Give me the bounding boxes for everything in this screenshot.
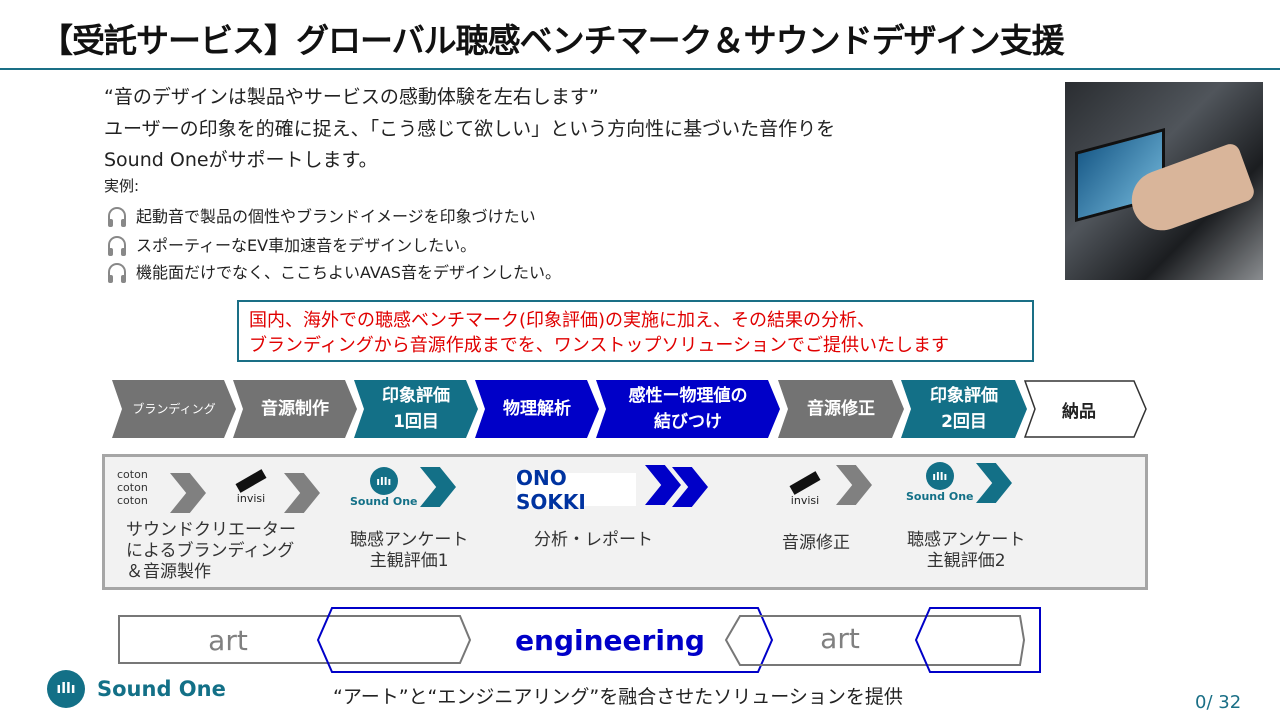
headphones-icon (108, 236, 126, 256)
art-label-1: art (208, 624, 248, 657)
step-physical-analysis: 物理解析 (475, 380, 599, 438)
task-analysis-report: 分析・レポート (534, 530, 653, 550)
step-evaluation-2: 印象評価 2回目 (901, 380, 1027, 438)
example-item: 機能面だけでなく、ここちよいAVAS音をデザインしたい。 (108, 259, 561, 283)
invisi-logo: invisi (789, 471, 821, 507)
examples-label: 実例: (104, 177, 140, 195)
art-pill-2 (724, 615, 1026, 666)
step-sound-correction: 音源修正 (778, 380, 904, 438)
step-sound-production: 音源制作 (233, 380, 357, 438)
callout-line: 国内、海外での聴感ベンチマーク(印象評価)の実施に加え、その結果の分析、 (249, 310, 876, 331)
intro-line: Sound Oneがサポートします。 (104, 149, 378, 171)
headphones-icon (108, 263, 126, 283)
example-item: スポーティーなEV車加速音をデザインしたい。 (108, 232, 476, 256)
step-label: 納品 (1062, 401, 1096, 422)
footer-logo: ıllı Sound One (47, 670, 226, 708)
page-number: 0/ 32 (1195, 692, 1242, 713)
intro-quote: “音のデザインは製品やサービスの感動体験を左右します” (104, 86, 599, 108)
step-branding: ブランディング (112, 380, 236, 438)
example-text: 機能面だけでなく、ここちよいAVAS音をデザインしたい。 (136, 263, 561, 282)
callout-box: 国内、海外での聴感ベンチマーク(印象評価)の実施に加え、その結果の分析、 ブラン… (237, 300, 1034, 362)
callout-line: ブランディングから音源作成までを、ワンストップソリューションでご提供いたします (249, 335, 950, 356)
task-branding: サウンドクリエーター によるブランディング ＆音源製作 (126, 520, 296, 582)
task-survey-1: 聴感アンケート 主観評価1 (350, 530, 469, 571)
intro-line: ユーザーの印象を的確に捉え、「こう感じて欲しい」という方向性に基づいた音作りを (104, 118, 836, 140)
page-title: 【受託サービス】グローバル聴感ベンチマーク＆サウンドデザイン支援 (40, 21, 1065, 60)
chevron-outline (1023, 380, 1147, 438)
tagline: “アート”と“エンジニアリング”を融合させたソリューションを提供 (333, 686, 903, 708)
art-label-2: art (820, 622, 860, 655)
task-survey-2: 聴感アンケート 主観評価2 (907, 530, 1026, 571)
headphones-icon (108, 207, 126, 227)
engineering-label: engineering (515, 624, 705, 657)
coton-logo: coton coton coton (117, 468, 148, 507)
step-correlation: 感性ー物理値の 結びつけ (596, 380, 780, 438)
footer-brand: Sound One (97, 677, 226, 701)
task-sound-correction: 音源修正 (782, 533, 850, 553)
step-delivery: 納品 (1023, 380, 1148, 438)
example-item: 起動音で製品の個性やブランドイメージを印象づけたい (108, 203, 536, 227)
ono-sokki-logo: ONO SOKKI (516, 466, 636, 514)
invisi-logo: invisi (235, 469, 267, 505)
engineering-pill-end (914, 607, 1041, 673)
example-text: 起動音で製品の個性やブランドイメージを印象づけたい (136, 207, 536, 226)
engineering-pill (316, 607, 774, 673)
art-engineering-diagram (118, 607, 1041, 673)
sound-wave-icon: ıllı (47, 670, 85, 708)
step-evaluation-1: 印象評価 1回目 (354, 380, 478, 438)
example-text: スポーティーなEV車加速音をデザインしたい。 (136, 236, 477, 255)
art-pill-1 (118, 615, 472, 664)
title-divider (0, 68, 1280, 70)
